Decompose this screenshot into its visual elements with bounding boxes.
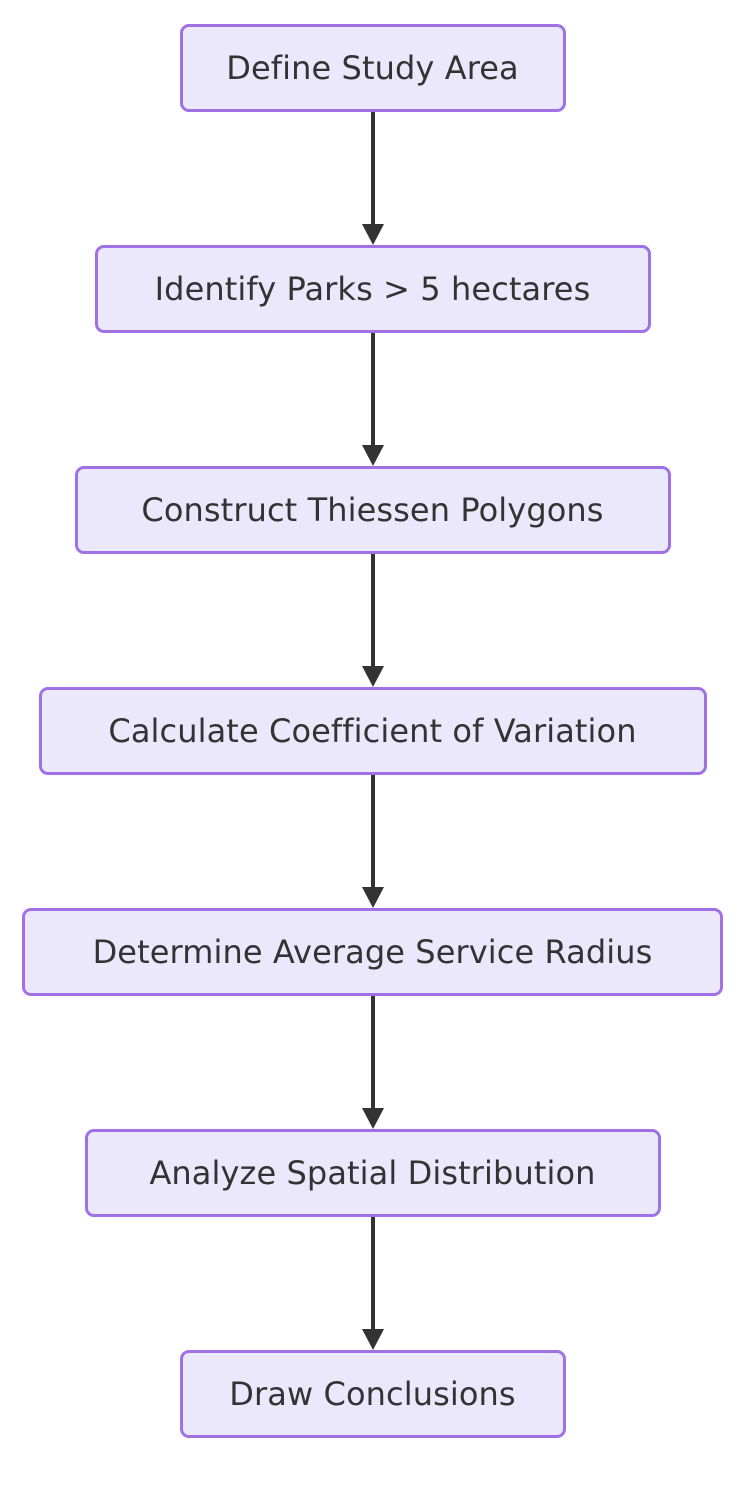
node-label: Calculate Coefficient of Variation: [108, 712, 637, 750]
flowchart-arrow-n3-n4: [361, 554, 385, 687]
node-label: Define Study Area: [226, 49, 519, 87]
node-label: Draw Conclusions: [229, 1375, 516, 1413]
flowchart-node-calculate-coefficient-of-variation[interactable]: Calculate Coefficient of Variation: [38, 687, 707, 775]
node-label: Construct Thiessen Polygons: [141, 491, 604, 529]
node-label: Identify Parks > 5 hectares: [154, 270, 591, 308]
flowchart-node-construct-thiessen-polygons[interactable]: Construct Thiessen Polygons: [74, 466, 671, 554]
flowchart-node-identify-parks[interactable]: Identify Parks > 5 hectares: [94, 245, 651, 333]
flowchart-arrow-n1-n2: [361, 112, 385, 245]
node-label: Analyze Spatial Distribution: [149, 1154, 596, 1192]
flowchart-node-determine-average-service-radius[interactable]: Determine Average Service Radius: [22, 908, 723, 996]
flowchart-arrow-n2-n3: [361, 333, 385, 466]
flowchart-arrow-n5-n6: [361, 996, 385, 1129]
flowchart-node-analyze-spatial-distribution[interactable]: Analyze Spatial Distribution: [84, 1129, 661, 1217]
flowchart-arrow-n4-n5: [361, 775, 385, 908]
node-label: Determine Average Service Radius: [92, 933, 653, 971]
flowchart-arrow-n6-n7: [361, 1217, 385, 1350]
flowchart-node-define-study-area[interactable]: Define Study Area: [179, 24, 566, 112]
flowchart-node-draw-conclusions[interactable]: Draw Conclusions: [179, 1350, 566, 1438]
